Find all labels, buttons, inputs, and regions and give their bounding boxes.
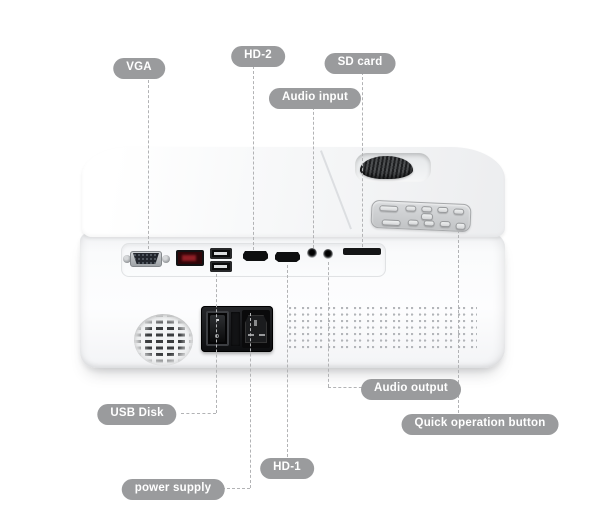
fuse-holder bbox=[231, 312, 240, 346]
power-supply-leader-line bbox=[217, 488, 250, 489]
sd-card-leader-line bbox=[362, 72, 363, 247]
vga-screw-left bbox=[123, 255, 131, 263]
audio-output-leader-line bbox=[328, 262, 329, 387]
vga-leader-line bbox=[148, 75, 149, 249]
hdmi-1-port bbox=[275, 252, 300, 262]
usb-disk-leader-line bbox=[216, 274, 217, 413]
hd1-leader-line bbox=[287, 265, 288, 457]
sd-card-slot bbox=[343, 248, 381, 255]
keypad-button bbox=[453, 208, 465, 215]
led-display-digits bbox=[182, 255, 196, 261]
callout-usb-disk: USB Disk bbox=[97, 404, 177, 425]
vga-port-pins bbox=[133, 253, 159, 264]
power-inlet-pin bbox=[248, 334, 254, 336]
keypad-button bbox=[455, 222, 466, 230]
power-inlet-pin bbox=[259, 334, 265, 336]
audio-output-leader-line bbox=[328, 387, 367, 388]
keypad-button bbox=[437, 206, 449, 214]
keypad-button bbox=[379, 205, 399, 212]
usb-port-2-tongue bbox=[214, 265, 227, 268]
keypad-button bbox=[421, 206, 433, 213]
power-switch-on-mark bbox=[216, 319, 219, 321]
vga-screw-right bbox=[162, 255, 170, 263]
keypad-button bbox=[439, 220, 451, 228]
callout-audio-input: Audio input bbox=[268, 88, 362, 109]
audio-output-jack bbox=[323, 249, 333, 259]
audio-input-leader-line bbox=[313, 107, 314, 248]
callout-sd-card: SD card bbox=[324, 53, 396, 74]
callout-vga: VGA bbox=[113, 58, 165, 79]
power-inlet-pin bbox=[254, 320, 257, 326]
focus-wheel bbox=[360, 156, 413, 179]
usb-port-1-tongue bbox=[214, 252, 227, 255]
keypad-button bbox=[381, 219, 401, 227]
callout-hd-1: HD-1 bbox=[260, 458, 314, 479]
power-switch-off-mark bbox=[215, 334, 219, 338]
callout-power-supply: power supply bbox=[121, 479, 225, 500]
power-supply-leader-line bbox=[250, 313, 251, 488]
hd2-leader-line bbox=[253, 66, 254, 250]
power-switch-rocker bbox=[210, 315, 225, 342]
audio-input-jack bbox=[307, 248, 317, 258]
keypad-button bbox=[407, 219, 419, 226]
callout-audio-output: Audio output bbox=[361, 379, 461, 400]
callout-quick-operation-button: Quick operation button bbox=[401, 414, 559, 435]
ventilation-holes bbox=[289, 307, 477, 351]
quick-operation-keypad bbox=[370, 199, 472, 233]
callout-hd-2: HD-2 bbox=[231, 46, 285, 67]
usb-disk-leader-line bbox=[181, 413, 216, 414]
keypad-button bbox=[405, 205, 417, 212]
hdmi-2-port bbox=[243, 251, 268, 261]
keypad-button bbox=[423, 220, 435, 227]
speaker-grille bbox=[134, 314, 193, 366]
quick-operation-leader-line bbox=[458, 230, 459, 413]
